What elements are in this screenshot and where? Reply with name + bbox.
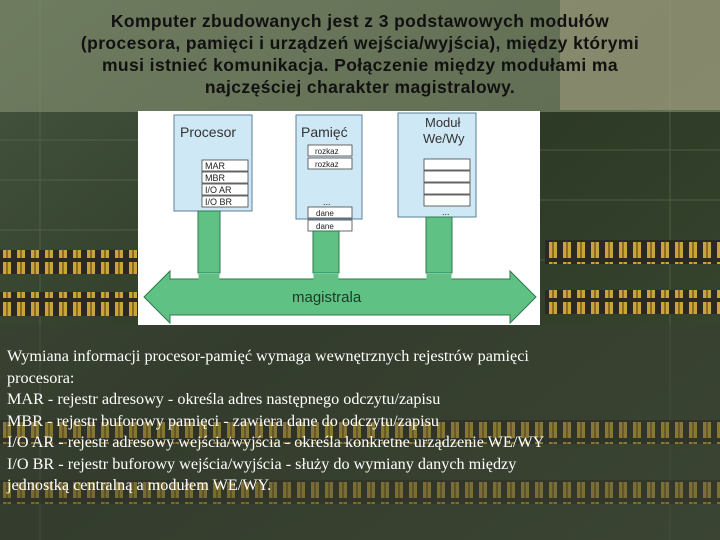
register-ioar: I/O AR xyxy=(205,185,232,195)
computer-architecture-diagram: Procesor MAR MBR I/O AR I/O BR Pamięć ro… xyxy=(138,111,540,325)
title-line: Komputer zbudowanych jest z 3 podstawowy… xyxy=(110,11,610,31)
memory-cell-label: rozkaz xyxy=(315,147,339,156)
body-line: MBR - rejestr buforowy pamięci - zawiera… xyxy=(7,411,439,430)
memory-cell xyxy=(307,157,353,170)
io-buffer xyxy=(423,182,471,195)
body-line: I/O AR - rejestr adresowy wejścia/wyjści… xyxy=(7,433,545,451)
memory-cell xyxy=(307,144,353,157)
body-line: Wymiana informacji procesor-pamięć wymag… xyxy=(7,347,529,365)
register-iobr: I/O BR xyxy=(205,197,233,207)
register-mar: MAR xyxy=(205,161,226,171)
io-module-label: We/Wy xyxy=(423,131,465,146)
io-buffer xyxy=(423,194,471,207)
register-mbr: MBR xyxy=(205,173,226,183)
register-mbr-box xyxy=(201,171,249,184)
body-line: procesora: xyxy=(7,368,75,387)
io-bus-connector xyxy=(425,216,453,274)
title-line: (procesora, pamięci i urządzeń wejścia/w… xyxy=(80,33,640,53)
slide-body: Wymiana informacji procesor-pamięć wymag… xyxy=(7,346,717,497)
title-line: najczęściej charakter magistralowy. xyxy=(204,77,516,97)
processor-label: Procesor xyxy=(180,124,236,140)
body-line: I/O BR - rejestr buforowy wejścia/wyjści… xyxy=(7,454,517,473)
register-iobr-box xyxy=(201,195,249,208)
io-buffer xyxy=(423,158,471,171)
slide-title: Komputer zbudowanych jest z 3 podstawowy… xyxy=(0,10,720,98)
io-buffer xyxy=(423,170,471,183)
memory-cell-label: dane xyxy=(316,222,334,231)
register-mar-box xyxy=(201,159,249,172)
memory-ellipsis: ... xyxy=(323,197,331,207)
io-ellipsis: ... xyxy=(442,207,450,217)
memory-cell xyxy=(307,206,353,219)
body-line: jednostką centralną a modułem WE/WY. xyxy=(7,476,272,494)
memory-bus-connector xyxy=(312,230,340,274)
body-line: MAR - rejestr adresowy - określa adres n… xyxy=(7,390,441,408)
memory-cell-label: dane xyxy=(316,209,334,218)
diagram-svg: Procesor MAR MBR I/O AR I/O BR Pamięć ro… xyxy=(143,112,537,325)
title-line: musi istnieć komunikacja. Połączenie mię… xyxy=(101,55,619,75)
memory-label: Pamięć xyxy=(301,124,348,140)
io-module-label: Moduł xyxy=(425,115,461,130)
processor-bus-connector xyxy=(197,210,221,274)
bus-arrow xyxy=(143,269,537,325)
bus-label: magistrala xyxy=(292,289,362,306)
memory-cell-label: rozkaz xyxy=(315,160,339,169)
register-ioar-box xyxy=(201,183,249,196)
